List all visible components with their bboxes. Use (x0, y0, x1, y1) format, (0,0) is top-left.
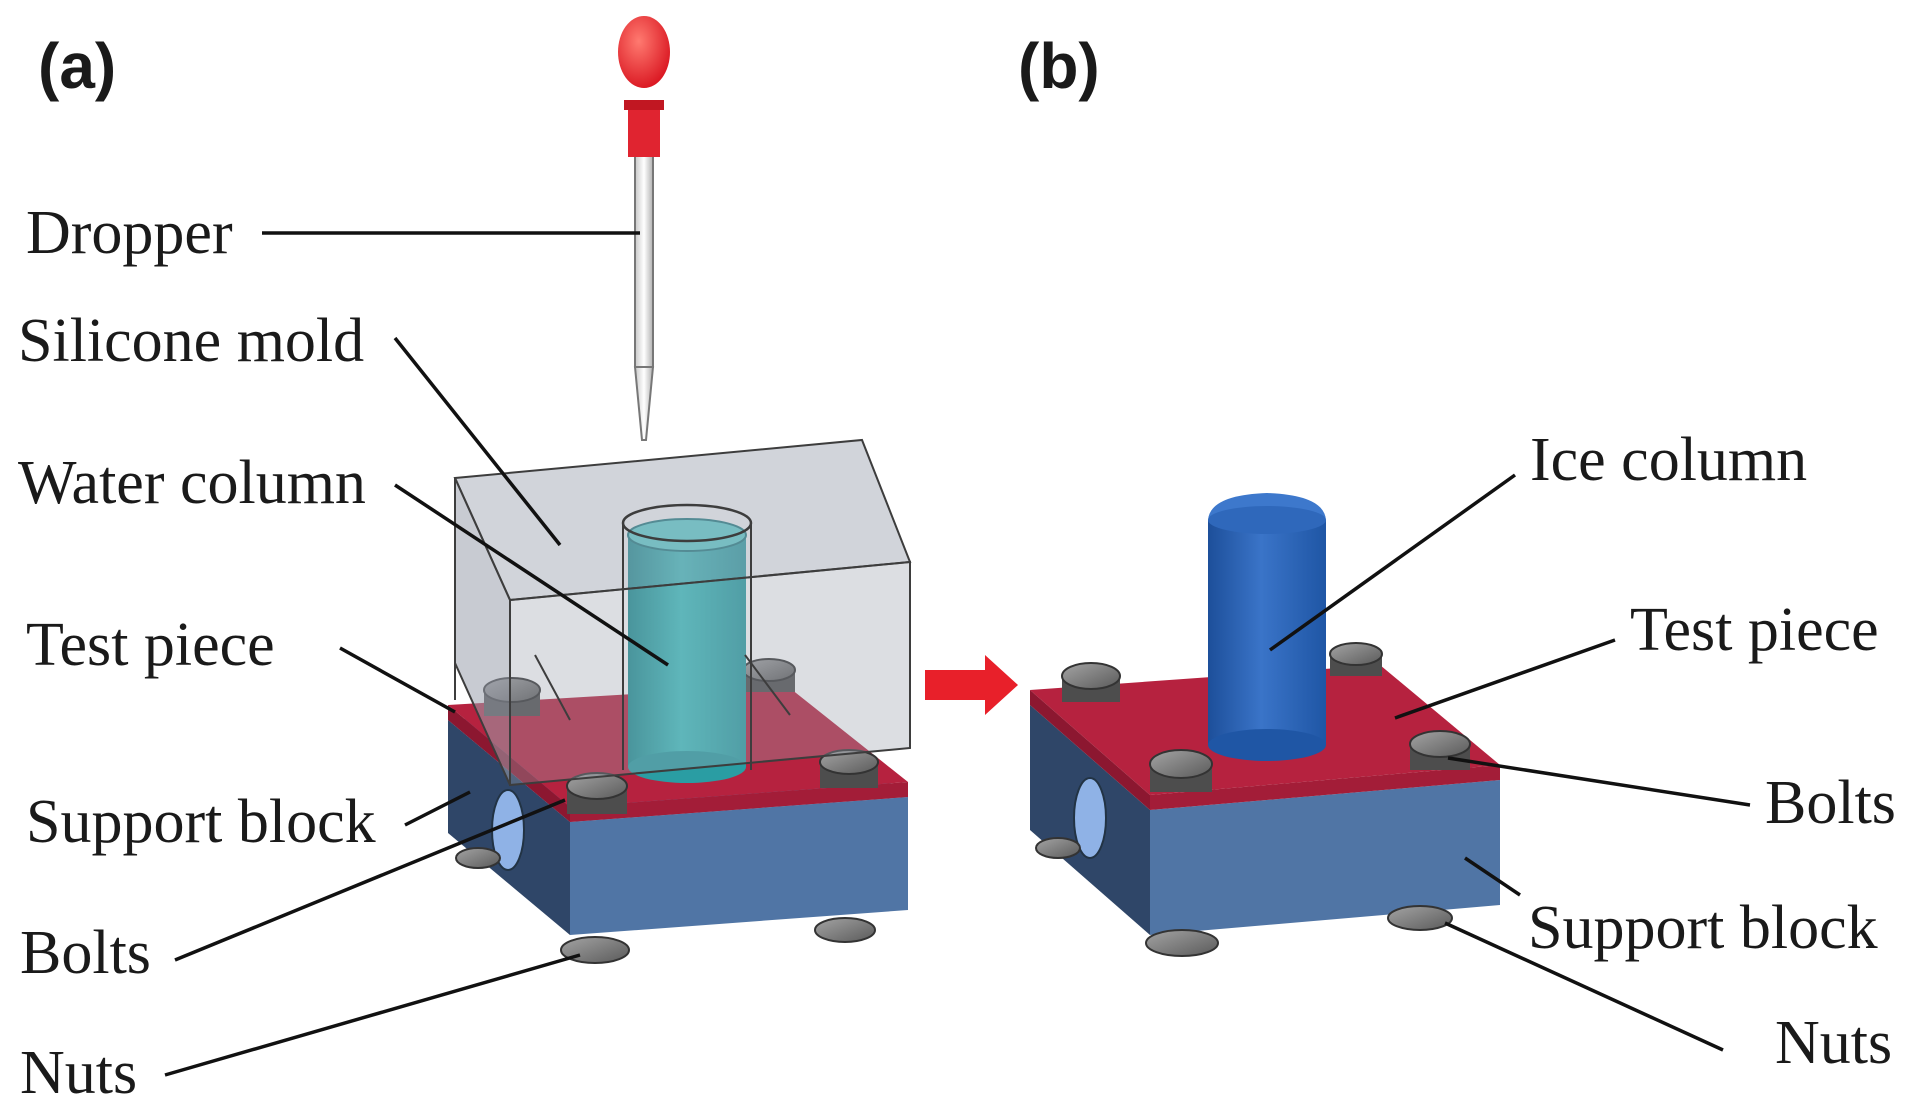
callout-bolts-b: Bolts (1765, 769, 1896, 837)
panel-b: (b) (1018, 30, 1896, 1077)
nut-b-3 (1035, 837, 1081, 859)
bolt-a-2 (742, 658, 796, 692)
leader-bolts-a (174, 798, 566, 962)
callout-nuts-a: Nuts (20, 1039, 137, 1107)
callout-support-block-a: Support block (26, 788, 376, 856)
leader-ice-column (1268, 473, 1517, 652)
nut-a-2 (814, 917, 876, 943)
callout-test-piece-a: Test piece (26, 611, 275, 679)
leader-bolts-b (1447, 756, 1751, 807)
callout-ice-column: Ice column (1530, 426, 1807, 494)
nut-b-2 (1387, 905, 1453, 931)
callout-support-block-b: Support block (1528, 894, 1878, 962)
bolt-b-4 (1409, 730, 1471, 770)
bolt-b-2 (1329, 642, 1383, 676)
ice-column (1208, 493, 1326, 761)
leader-water-column (394, 483, 669, 667)
support-block-b (1030, 705, 1500, 935)
nut-a-3 (455, 847, 501, 869)
bolt-a-4 (819, 749, 879, 788)
leader-nuts-b (1444, 921, 1724, 1052)
silicone-mold (453, 438, 912, 787)
dropper (618, 16, 670, 441)
leader-test-piece-a (339, 646, 456, 714)
leader-test-piece-b (1394, 638, 1616, 720)
callout-silicone-mold: Silicone mold (18, 307, 364, 375)
test-piece-a (448, 685, 908, 822)
callout-dropper: Dropper (26, 199, 233, 267)
panel-a: (a) (18, 16, 912, 1107)
nut-b-1 (1145, 929, 1219, 957)
transition-arrow (925, 655, 1018, 715)
callout-nuts-b: Nuts (1775, 1009, 1892, 1077)
callout-bolts-a: Bolts (20, 919, 151, 987)
bolt-a-3 (566, 772, 628, 814)
callout-water-column: Water column (18, 449, 366, 517)
panel-b-label: (b) (1018, 30, 1100, 102)
leader-support-block-b (1464, 856, 1521, 897)
bolt-b-3 (1149, 749, 1213, 792)
leader-nuts-a (164, 953, 581, 1077)
bolt-b-1 (1061, 662, 1121, 702)
callout-test-piece-b: Test piece (1630, 596, 1879, 664)
leader-silicone-mold (393, 336, 562, 547)
leader-support-block-a (404, 790, 471, 827)
panel-a-label: (a) (38, 30, 116, 102)
